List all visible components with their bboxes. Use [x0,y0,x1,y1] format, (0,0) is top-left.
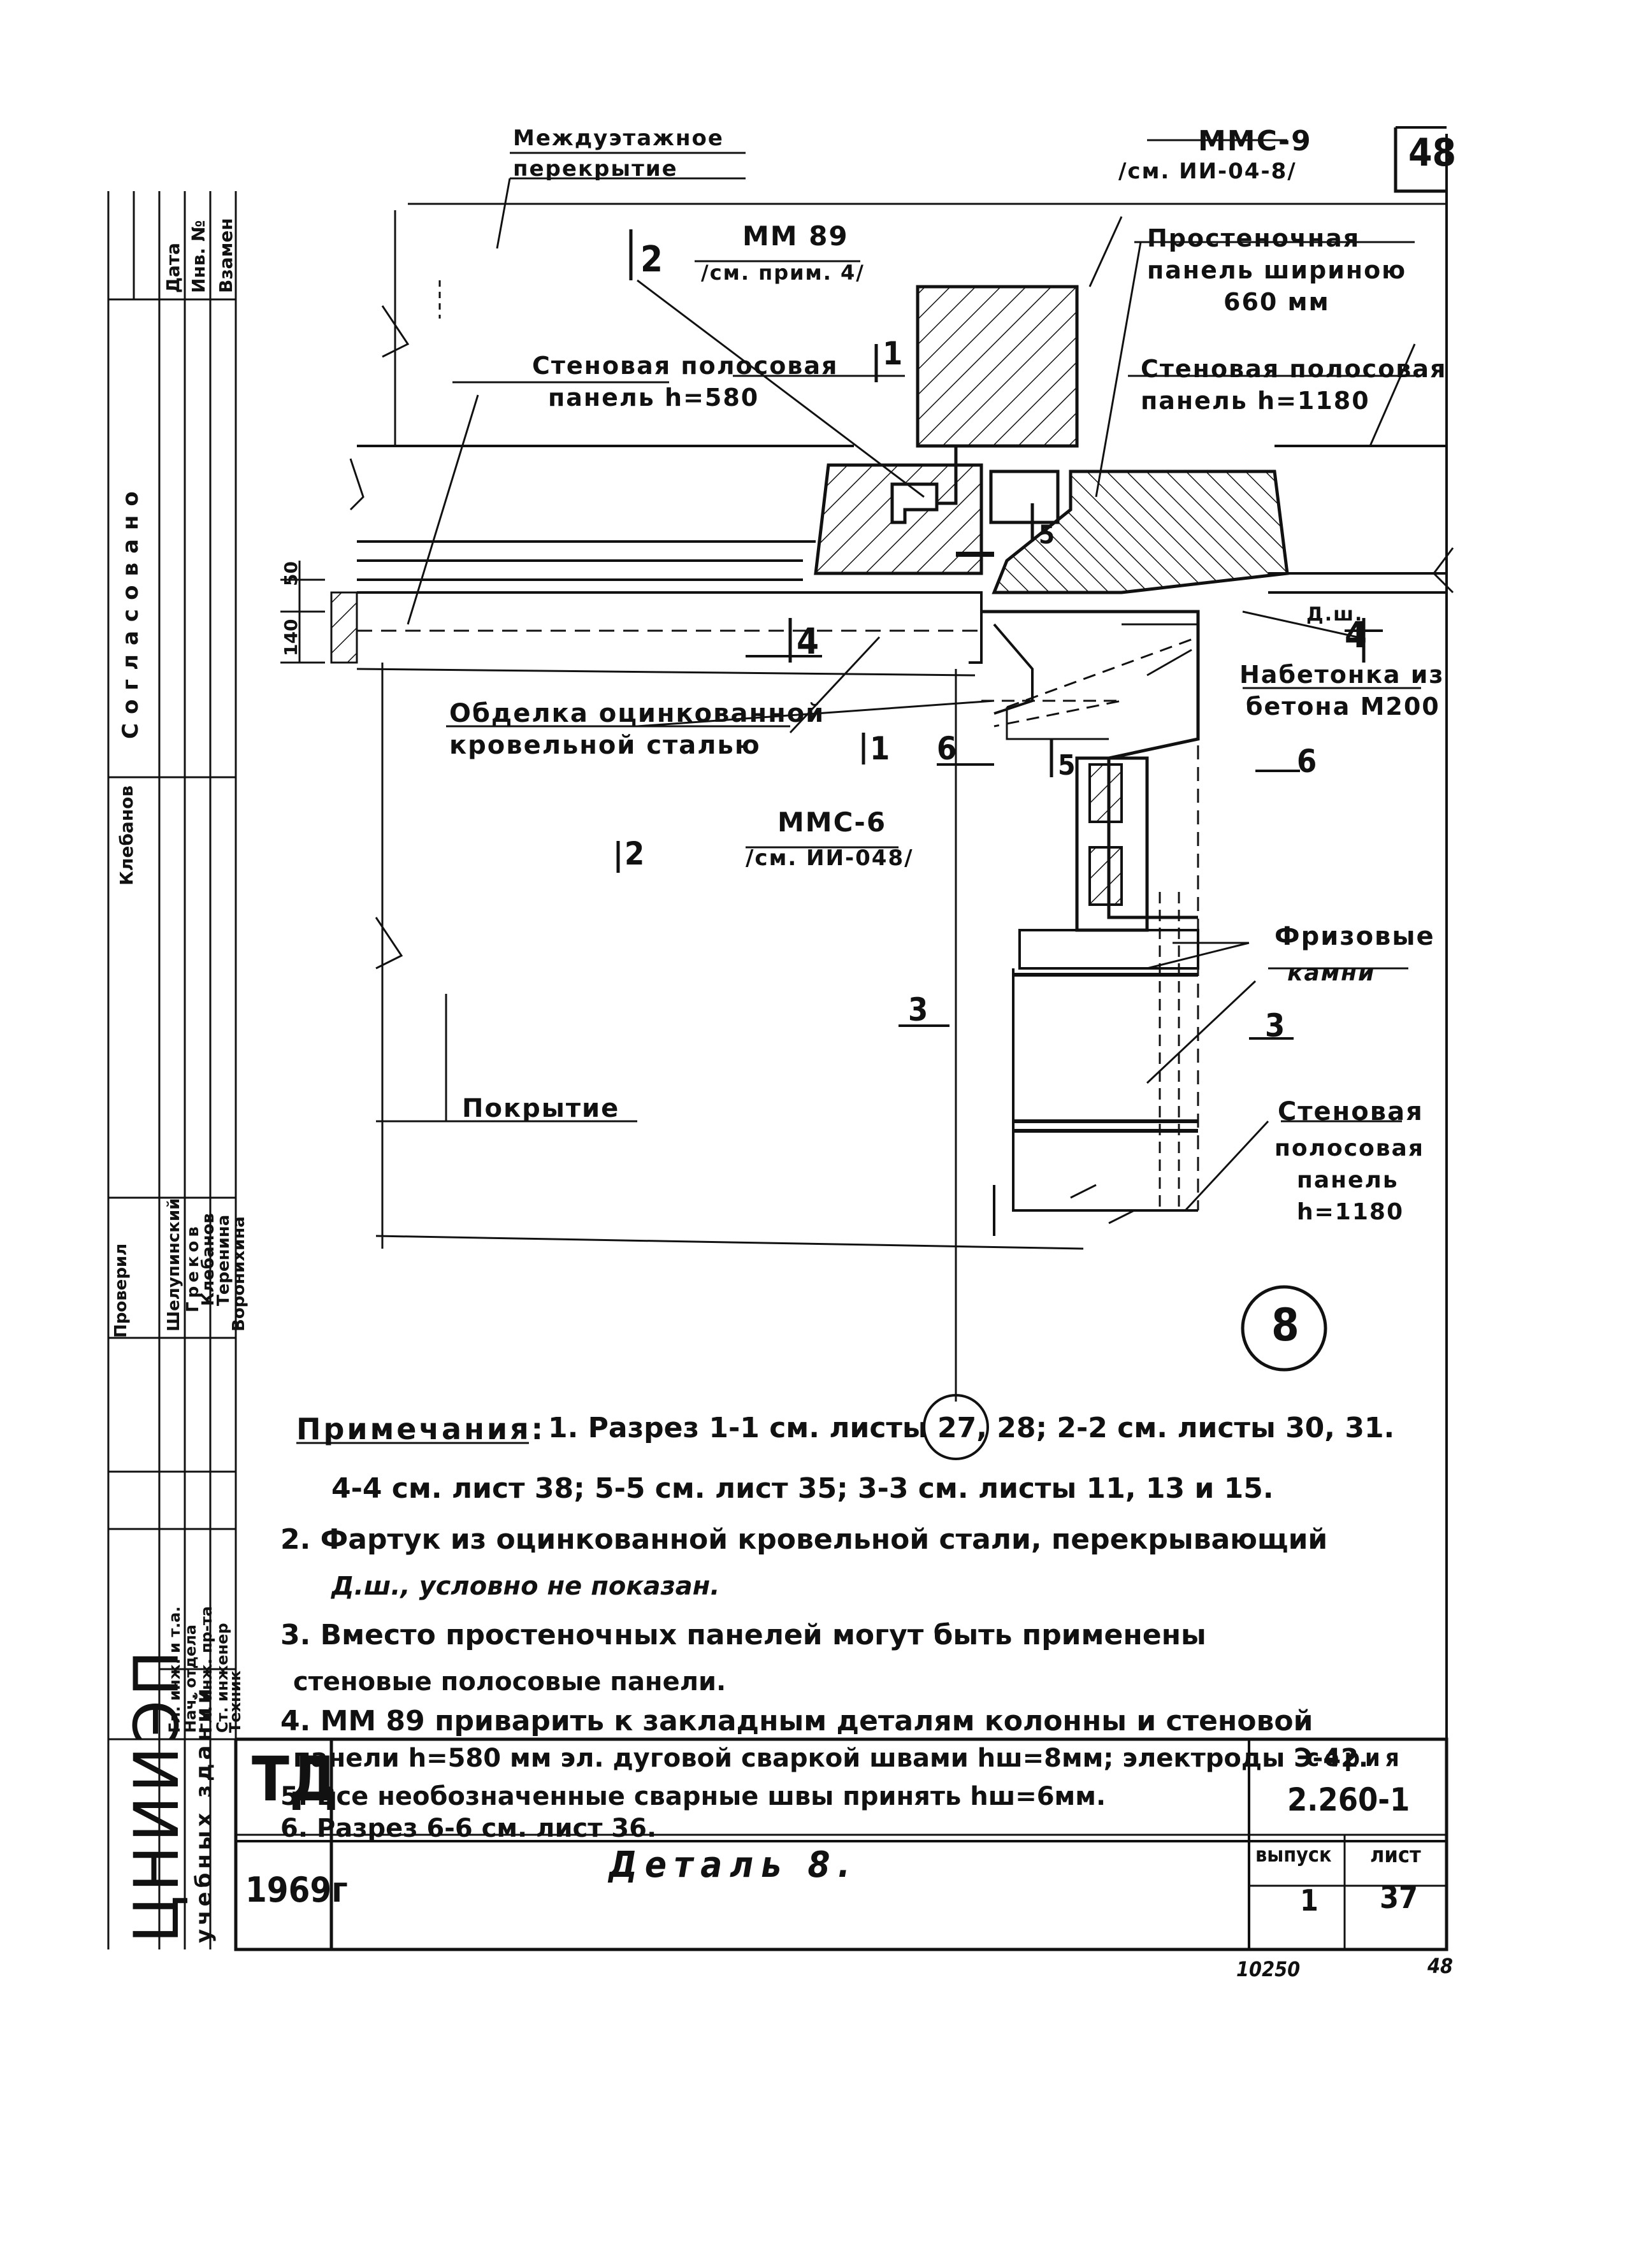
label-pier-panel-2: панель шириною [1147,256,1407,284]
section-mark: 2 [640,239,663,280]
dim-50: 50 [280,561,301,586]
label-mms6-ref: /см. ИИ-048/ [746,845,914,871]
section-mark: 4 [797,621,820,663]
issue-value: 1 [1300,1883,1318,1918]
stamp-name: Воронихина [229,1216,249,1331]
note-line: 4-4 см. лист 38; 5-5 см. лист 35; 3-3 см… [331,1472,1274,1505]
label-frieze-1: Фризовые [1275,922,1435,951]
label-mm89-ref: /см. прим. 4/ [701,261,865,285]
note-line: стеновые полосовые панели. [293,1667,726,1697]
note-line: 1. Разрез 1-1 см. листы 27, 28; 2-2 см. … [548,1412,1395,1444]
label-wall-panel-1180-2: панель h=1180 [1141,387,1370,415]
footer-left: 10250 [1236,1957,1301,1981]
sheet-value: 37 [1380,1880,1419,1916]
label-wall-bottom-4: h=1180 [1297,1199,1404,1225]
label-weld-mark: Д.ш. [1306,603,1364,626]
notes-title: Примечания: [296,1412,546,1446]
note-line: 5. Все необозначенные сварные швы принят… [280,1782,1106,1811]
label-mm89: ММ 89 [742,220,849,252]
note-line: 6. Разрез 6-6 см. лист 36. [280,1814,657,1843]
label-wall-bottom-3: панель [1297,1167,1399,1193]
label-pier-panel-1: Простеночная [1147,224,1361,252]
stamp-date: Дата [162,243,184,293]
label-floor-slab-1: Междуэтажное [513,126,724,151]
stamp-agreed: Согласовано [118,482,143,739]
section-mark: 3 [1265,1007,1285,1044]
label-frieze-2: камни [1287,960,1376,986]
section-mark: 6 [1297,743,1317,780]
footer-right: 48 [1427,1954,1454,1978]
issue-label: выпуск [1255,1842,1332,1867]
label-wall-panel-1180-1: Стеновая полосовая [1141,355,1447,383]
drawing-title: Деталь 8. [609,1844,858,1886]
label-concrete-1: Набетонка из [1239,661,1445,689]
label-flashing-2: кровельной сталью [449,731,761,760]
section-mark: 4 [1345,615,1368,656]
note-line: 4. ММ 89 приварить к закладным деталям к… [280,1705,1313,1737]
section-mark: 1 [870,730,890,767]
section-mark: 2 [625,835,645,872]
section-mark: 5 [1058,749,1076,782]
note-line: Д.ш., условно не показан. [331,1572,720,1601]
label-wall-bottom-1: Стеновая [1278,1097,1424,1126]
section-mark: 6 [937,730,957,767]
label-floor-slab-2: перекрытие [513,156,678,182]
label-mms9: ММС-9 [1198,125,1312,157]
sheet-number-top: 48 [1408,131,1457,175]
label-wall-panel-580-2: панель h=580 [548,384,760,412]
stamp-org-sub: учебных зданий [191,1684,217,1943]
section-mark: 3 [908,991,928,1028]
stamp-role: Проверил [112,1243,131,1338]
note-line: 3. Вместо простеночных панелей могут быт… [280,1619,1206,1651]
stamp-org: ЦНИИЭП [121,1646,192,1943]
detail-number: 8 [1271,1299,1299,1351]
title-year: 1969г [245,1870,348,1910]
dim-140: 140 [280,619,301,656]
label-roof: Покрытие [462,1094,620,1123]
note-line: панели h=580 мм эл. дуговой сваркой швам… [293,1744,1369,1773]
stamp-name: Шелупинский [164,1198,184,1331]
sheet-label: лист [1370,1842,1421,1868]
label-mms6: ММС-6 [777,807,887,838]
label-concrete-2: бетона М200 [1246,693,1440,721]
label-mms9-ref: /см. ИИ-04-8/ [1118,159,1297,184]
label-pier-panel-3: 660 мм [1224,288,1330,316]
label-wall-panel-580-1: Стеновая полосовая [532,352,839,380]
section-mark: 5 [1039,520,1055,550]
stamp-klebanov-top: Клебанов [116,785,137,886]
stamp-role: Техник [226,1670,244,1733]
title-td: ТД [252,1744,338,1815]
label-wall-bottom-2: полосовая [1275,1135,1424,1161]
stamp-inv: Инв. № [188,220,209,293]
series-label: серия [1306,1744,1405,1772]
series-value: 2.260-1 [1287,1781,1410,1818]
section-mark: 1 [883,335,903,372]
stamp-replaces: Взамен [215,218,236,293]
label-flashing-1: Обделка оцинкованной [449,699,825,728]
note-line: 2. Фартук из оцинкованной кровельной ста… [280,1523,1328,1556]
